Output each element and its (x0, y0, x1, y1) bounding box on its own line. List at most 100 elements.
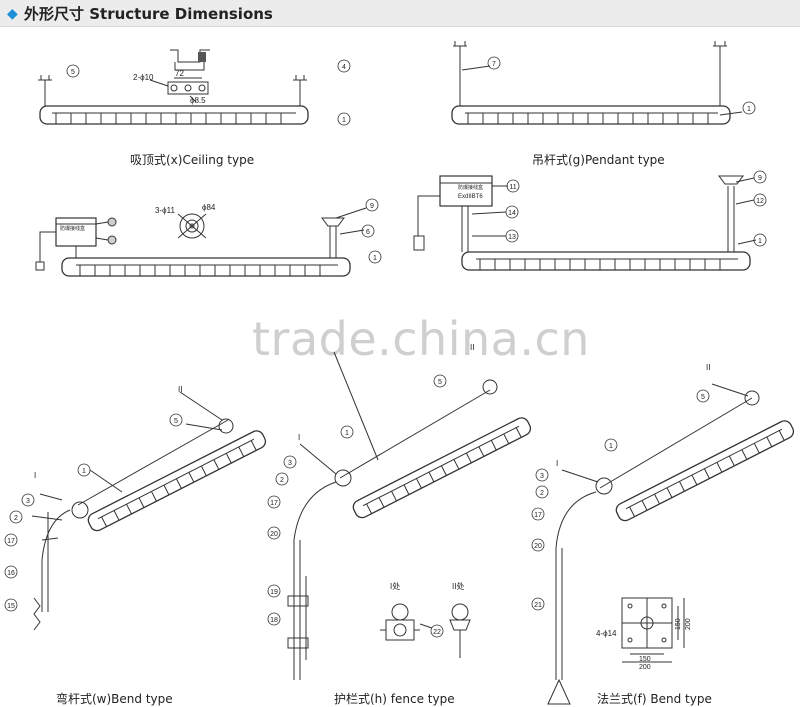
lamp-slats (101, 440, 257, 527)
lamp-slat (238, 446, 245, 457)
view-markers: I II I II I II (34, 343, 710, 480)
lamp-slat (741, 449, 748, 460)
lamp-slat (366, 503, 373, 514)
callout-6: 6 (366, 229, 370, 236)
section-title: 外形尺寸 Structure Dimensions (24, 5, 273, 23)
lamp-slat (225, 453, 232, 464)
wall-box-drawing (35, 207, 367, 277)
callout-5: 5 (71, 69, 75, 76)
pendant-box-drawing (413, 175, 757, 271)
lamp-slat (490, 440, 497, 451)
callout-3c: 3 (540, 473, 544, 480)
dim-phi84: ϕ84 (202, 203, 216, 212)
dim-3-phi11: 3-ϕ11 (155, 206, 175, 215)
callout-5c: 5 (438, 379, 442, 386)
fence-drawing (287, 351, 532, 680)
lamp-slat (188, 472, 195, 483)
dim-4-phi14: 4-ϕ14 (596, 629, 617, 638)
callout-9b: 9 (758, 175, 762, 182)
callout-17: 17 (7, 538, 15, 545)
lamp-slat (403, 484, 410, 495)
callout-11: 11 (509, 184, 516, 191)
lamp-slat (416, 478, 422, 489)
marker-I-h: I (298, 433, 300, 442)
lamp-slat (703, 468, 710, 479)
lamp-slat (101, 516, 108, 527)
lamp-slat (629, 506, 636, 517)
lamp-slats (55, 113, 282, 124)
marker-II-h: II (470, 343, 474, 352)
callout-21: 21 (534, 602, 542, 609)
marker-II-w: II (178, 385, 182, 394)
callouts (4, 56, 767, 638)
lamp-slat (666, 487, 673, 498)
callout-2: 2 (14, 515, 18, 522)
callout-1: 1 (342, 117, 346, 124)
callout-20b: 20 (534, 543, 542, 550)
lamp-slat (728, 455, 735, 467)
callout-1d: 1 (758, 238, 762, 245)
lamp-slat (391, 490, 397, 502)
lamp-slat (641, 500, 648, 511)
lamp-slat (503, 433, 510, 444)
callout-1g: 1 (609, 443, 613, 450)
dim-phi8-5: ϕ8.5 (190, 96, 206, 105)
callout-12: 12 (756, 198, 764, 205)
diamond-bullet-icon: ◆ (7, 5, 18, 21)
marker-I-f: I (556, 459, 558, 468)
callout-17c: 17 (534, 512, 542, 519)
callout-3b: 3 (288, 460, 292, 467)
lamp-slat (478, 446, 485, 457)
view-I-label: I处 (390, 581, 400, 591)
callout-22: 22 (433, 629, 441, 636)
caption-ceiling: 吸顶式(x)Ceiling type (130, 153, 255, 167)
lamp-slat (465, 452, 472, 464)
bend-w-drawing (31, 391, 267, 631)
marker-II-f: II (706, 363, 710, 372)
pendant-type-drawing (451, 41, 743, 125)
section-header: ◆ 外形尺寸 Structure Dimensions (0, 0, 800, 27)
lamp-slat (766, 436, 773, 447)
box-label-cn: 防爆接线盒 (60, 225, 85, 232)
lamp-slat (113, 510, 120, 521)
lamp-slat (716, 462, 723, 473)
callout-18: 18 (270, 617, 278, 624)
lamp-slat (378, 497, 385, 508)
lamp-slat (213, 459, 220, 470)
lamp-slat (453, 459, 460, 470)
watermark: trade.china.cn (252, 312, 590, 366)
dim-2-phi10: 2-ϕ10 (133, 73, 154, 82)
lamp-slat (126, 503, 132, 515)
callout-19: 19 (270, 589, 278, 596)
ceiling-type-drawing (38, 49, 309, 125)
lamp-slat (250, 440, 257, 451)
callout-1f: 1 (345, 430, 349, 437)
lamp-slat (515, 427, 522, 438)
callout-5d: 5 (701, 394, 705, 401)
callout-2c: 2 (540, 490, 544, 497)
callout-numbers: 5 4 1 7 1 9 6 1 11 14 13 9 12 1 1 3 2 17… (7, 61, 764, 636)
dim-72: 72 (175, 69, 184, 78)
callout-17b: 17 (270, 500, 278, 507)
callout-1c: 1 (373, 255, 377, 262)
callout-3: 3 (26, 498, 30, 505)
caption-fence: 护栏式(h) fence type (334, 692, 455, 706)
lamp-slat (175, 478, 182, 489)
lamp-slat (753, 443, 760, 454)
flange-bend-drawing (547, 383, 795, 705)
lamp-slat (200, 465, 207, 477)
lamp-slat (654, 493, 660, 505)
callout-5b: 5 (174, 418, 178, 425)
lamp-slat (138, 497, 145, 508)
callout-16: 16 (7, 570, 15, 577)
lamp-slats (629, 430, 785, 517)
callout-15: 15 (7, 603, 15, 610)
dim-150-bottom: 150 (639, 656, 651, 663)
lamp-slats (79, 265, 321, 276)
caption-pendant: 吊杆式(g)Pendant type (532, 153, 665, 167)
box-label-exd: ExdIIBT6 (458, 194, 483, 200)
lamp-slat (428, 471, 435, 483)
dim-200-side: 200 (685, 618, 692, 630)
view-II-label: II处 (452, 581, 464, 591)
